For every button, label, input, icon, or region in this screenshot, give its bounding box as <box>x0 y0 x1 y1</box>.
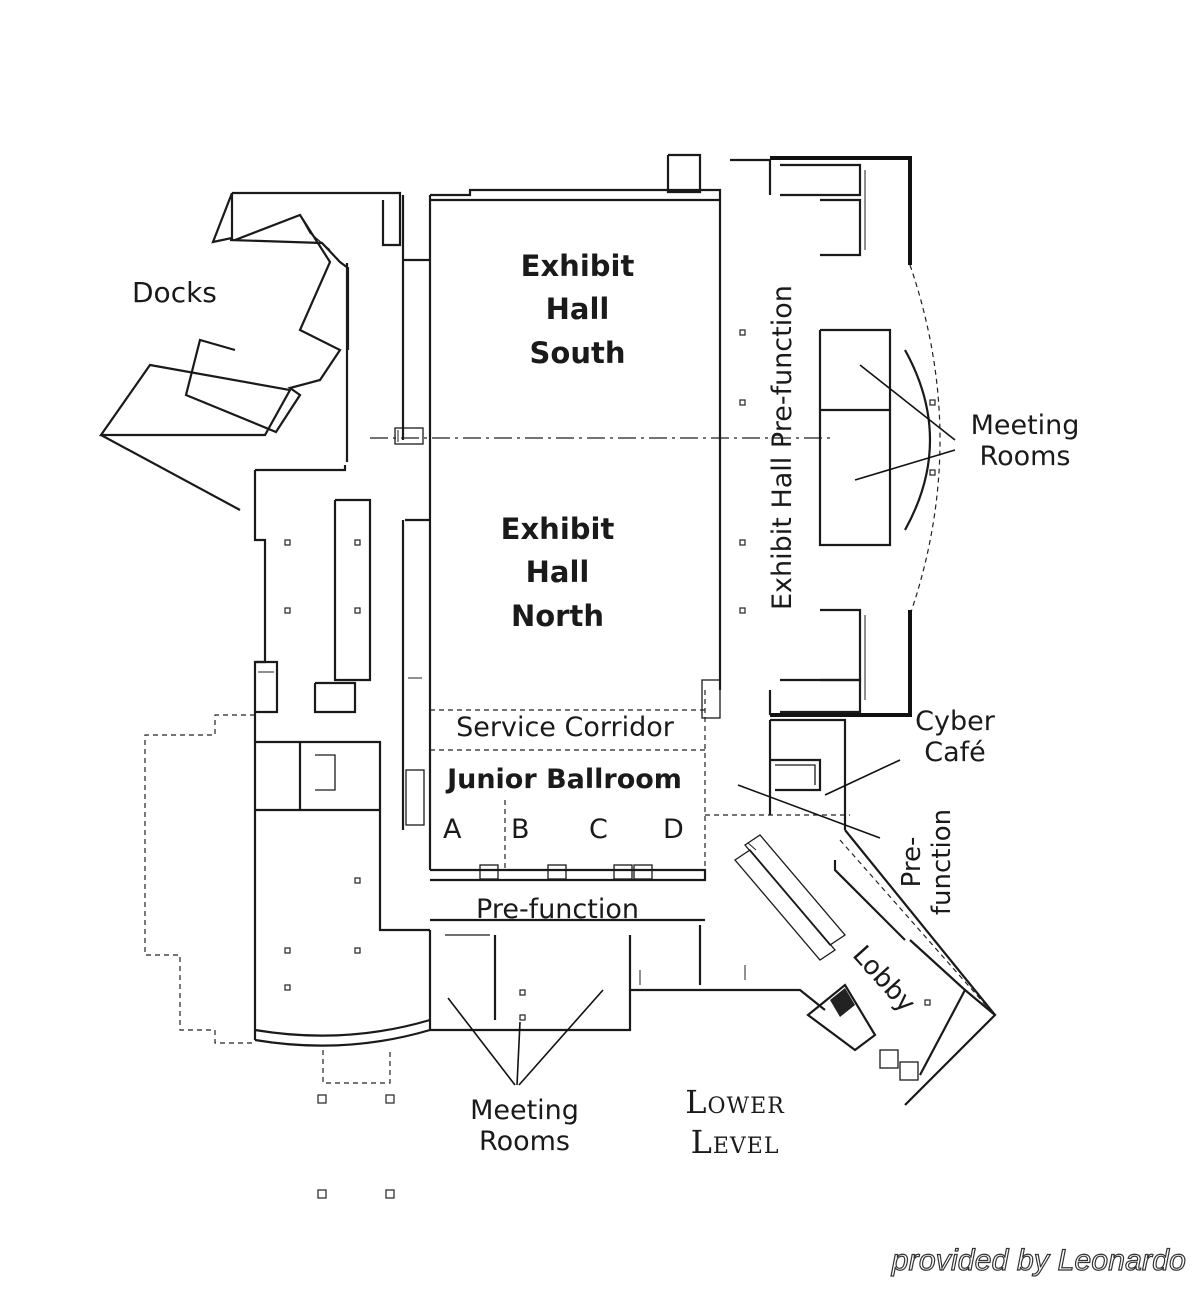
column-markers <box>284 329 936 1021</box>
cyber-cafe-label: Cyber Café <box>915 706 995 769</box>
east-prefunction-walls <box>666 153 941 719</box>
section-d-label: D <box>663 814 684 845</box>
exhibit-prefunction-label: Exhibit Hall Pre-function <box>767 285 798 610</box>
docks-label: Docks <box>132 276 217 309</box>
prefunction-east-label: Pre- function <box>897 808 957 916</box>
west-corridor-walls <box>394 195 432 870</box>
lobby-structure <box>734 829 997 1106</box>
junior-ballroom-label: Junior Ballroom <box>447 764 682 795</box>
section-a-label: A <box>443 814 462 845</box>
south-rooms-walls <box>428 918 826 1032</box>
section-b-label: B <box>511 814 530 845</box>
southwest-curve <box>144 714 431 1199</box>
exhibit-hall-north-label: Exhibit Hall North <box>500 512 615 633</box>
west-wing-walls <box>253 263 430 1040</box>
meeting-rooms-south-label: Meeting Rooms <box>470 1095 579 1158</box>
exhibit-hall-walls <box>370 188 850 882</box>
cyber-cafe-walls <box>768 718 847 830</box>
label-leaders <box>447 364 956 1086</box>
exhibit-hall-south-label: Exhibit Hall South <box>520 249 635 370</box>
docks-structure <box>98 191 402 511</box>
service-corridor-label: Service Corridor <box>456 712 674 743</box>
lower-level-label: Lower Level <box>685 1083 785 1161</box>
credit-watermark: provided by Leonardo <box>891 1243 1186 1277</box>
prefunction-south-label: Pre-function <box>476 894 639 925</box>
section-c-label: C <box>589 814 608 845</box>
meeting-rooms-east-label: Meeting Rooms <box>970 410 1080 473</box>
